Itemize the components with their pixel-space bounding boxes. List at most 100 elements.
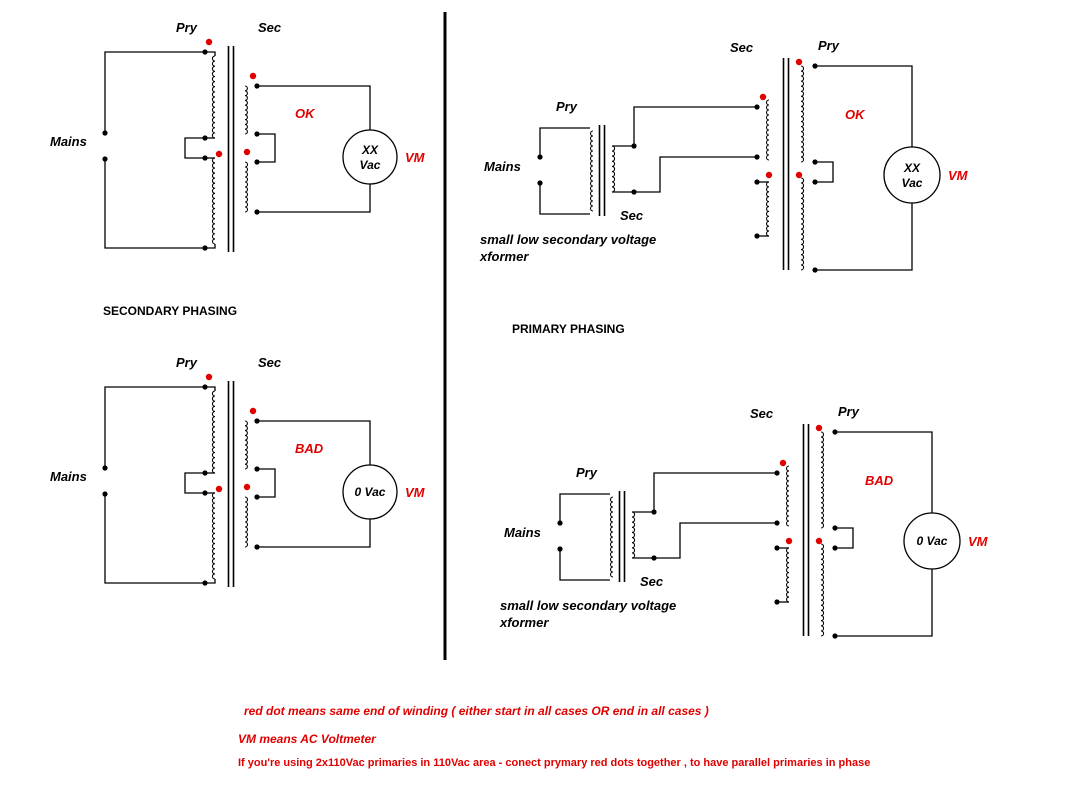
wire bbox=[815, 65, 913, 148]
phase-dot bbox=[785, 537, 793, 545]
winding-coil bbox=[785, 465, 790, 527]
phase-dot bbox=[795, 58, 803, 66]
primary-label: Pry bbox=[176, 20, 198, 35]
winding-coil bbox=[820, 431, 825, 529]
aux-transformer-note: xformer bbox=[479, 249, 529, 264]
section-title-secondary-phasing: SECONDARY PHASING bbox=[103, 304, 237, 318]
wire bbox=[184, 137, 205, 159]
phase-dot bbox=[205, 373, 213, 381]
wire bbox=[612, 156, 757, 193]
phase-dot bbox=[243, 483, 251, 491]
primary-label: Pry bbox=[176, 355, 198, 370]
secondary-label: Sec bbox=[258, 20, 282, 35]
voltmeter-reading: 0 Vac bbox=[355, 485, 386, 499]
aux-primary-label: Pry bbox=[556, 99, 578, 114]
secondary-label: Sec bbox=[258, 355, 282, 370]
winding-coil bbox=[800, 177, 805, 271]
wire bbox=[815, 202, 913, 271]
terminal bbox=[102, 491, 108, 497]
wire bbox=[257, 85, 371, 131]
voltmeter-reading: XX bbox=[361, 143, 379, 157]
phase-dot bbox=[795, 171, 803, 179]
winding-coil bbox=[611, 145, 616, 193]
winding-coil bbox=[820, 543, 825, 637]
wire bbox=[559, 493, 610, 523]
phase-dot bbox=[759, 93, 767, 101]
mains-label: Mains bbox=[50, 469, 87, 484]
aux-secondary-label: Sec bbox=[640, 574, 664, 589]
wire bbox=[104, 51, 205, 133]
terminal bbox=[102, 130, 108, 136]
phase-dot bbox=[765, 171, 773, 179]
terminal bbox=[631, 189, 637, 195]
wire bbox=[104, 494, 205, 584]
voltmeter-label: VM bbox=[968, 534, 989, 549]
terminal bbox=[774, 470, 780, 476]
phase-dot bbox=[815, 424, 823, 432]
wire bbox=[612, 106, 757, 147]
wire bbox=[205, 386, 216, 391]
voltmeter-circle bbox=[342, 129, 398, 185]
wire bbox=[205, 244, 216, 249]
terminal bbox=[754, 104, 760, 110]
aux-transformer-note: xformer bbox=[499, 615, 549, 630]
wire bbox=[835, 568, 933, 637]
winding-coil bbox=[609, 496, 614, 578]
voltmeter-circle bbox=[883, 146, 941, 204]
winding-coil bbox=[589, 130, 594, 212]
terminal bbox=[102, 465, 108, 471]
terminal bbox=[651, 555, 657, 561]
wire bbox=[104, 159, 205, 249]
winding-coil bbox=[631, 511, 636, 559]
wire bbox=[559, 549, 610, 581]
aux-transformer-note: small low secondary voltage bbox=[500, 598, 676, 613]
winding-coil bbox=[244, 420, 248, 470]
winding-coil bbox=[244, 85, 248, 135]
wire bbox=[205, 51, 216, 56]
aux-secondary-label: Sec bbox=[620, 208, 644, 223]
phase-dot bbox=[243, 148, 251, 156]
wire bbox=[835, 431, 933, 514]
winding-coil bbox=[211, 492, 216, 580]
voltmeter-reading: Vac bbox=[360, 158, 381, 172]
winding-coil bbox=[211, 55, 216, 139]
aux-primary-label: Pry bbox=[576, 465, 598, 480]
aux-transformer-note: small low secondary voltage bbox=[480, 232, 656, 247]
phase-dot bbox=[249, 407, 257, 415]
winding-coil bbox=[211, 390, 216, 474]
wire bbox=[184, 472, 205, 494]
note-vm: VM means AC Voltmeter bbox=[238, 732, 377, 746]
voltmeter-label: VM bbox=[405, 150, 426, 165]
terminal bbox=[202, 245, 208, 251]
wire bbox=[257, 468, 276, 498]
terminal bbox=[651, 509, 657, 515]
winding-coil bbox=[766, 181, 770, 237]
mains-label: Mains bbox=[50, 134, 87, 149]
wire bbox=[205, 579, 216, 584]
mains-label: Mains bbox=[504, 525, 541, 540]
winding-coil bbox=[765, 99, 770, 161]
ok-label: OK bbox=[295, 106, 316, 121]
phase-dot bbox=[215, 485, 223, 493]
primary-label: Pry bbox=[838, 404, 860, 419]
primary-label: Pry bbox=[818, 38, 840, 53]
secondary-label: Sec bbox=[730, 40, 754, 55]
voltmeter-label: VM bbox=[405, 485, 426, 500]
terminal bbox=[631, 143, 637, 149]
winding-coil bbox=[244, 496, 249, 548]
note-parallel-primaries: If you're using 2x110Vac primaries in 11… bbox=[238, 757, 870, 769]
phase-dot bbox=[815, 537, 823, 545]
wire bbox=[257, 518, 371, 548]
ok-label: OK bbox=[845, 107, 866, 122]
terminal bbox=[537, 154, 543, 160]
phase-dot bbox=[215, 150, 223, 158]
terminal bbox=[557, 546, 563, 552]
wire bbox=[815, 161, 834, 183]
winding-coil bbox=[800, 65, 805, 163]
wire bbox=[835, 527, 854, 549]
wire bbox=[632, 522, 777, 559]
wire bbox=[104, 386, 205, 468]
